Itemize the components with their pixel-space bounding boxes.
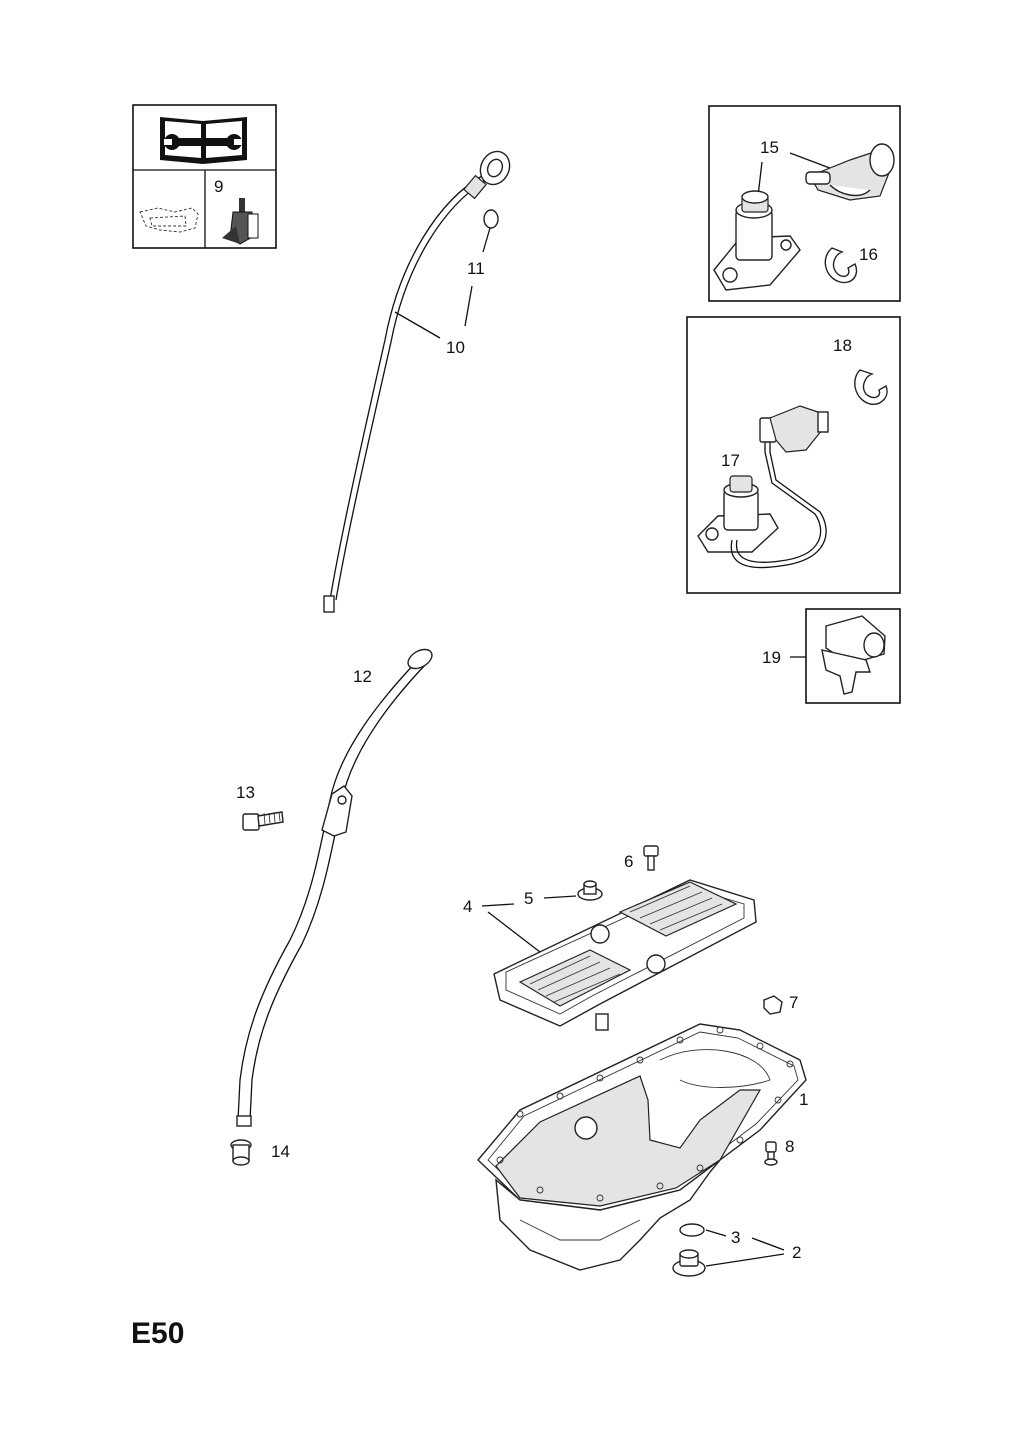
oil-sensor-harness-box: 18 17	[686, 316, 901, 594]
harness-clip	[821, 615, 886, 695]
oil-level-sensor	[713, 190, 801, 291]
oil-dropper-icon	[222, 198, 259, 245]
callout-11: 11	[467, 259, 485, 278]
oil-level-sensor-box: 15 16	[708, 105, 901, 302]
book-wrench-icon	[160, 117, 247, 164]
dipstick	[323, 150, 511, 613]
callout-8: 8	[785, 1137, 794, 1156]
drain-plug-seal	[679, 1223, 705, 1237]
callout-12: 12	[353, 667, 372, 686]
callout-19: 19	[762, 648, 781, 667]
retaining-clip-18	[854, 369, 888, 405]
callout-16: 16	[859, 245, 878, 264]
oil-level-sensor-with-cable	[697, 405, 829, 569]
bolt-6	[643, 845, 659, 871]
page-code: E50	[131, 1317, 184, 1350]
dipstick-o-ring	[483, 209, 499, 229]
callout-9: 9	[214, 177, 223, 196]
seal-14	[230, 1139, 252, 1166]
callout-15: 15	[760, 138, 779, 157]
washer-5	[577, 880, 603, 901]
oil-pan-outline-icon	[139, 207, 199, 233]
callout-1: 1	[799, 1090, 808, 1109]
drain-plug	[672, 1249, 706, 1277]
dipstick-tube	[236, 648, 433, 1127]
callout-3: 3	[731, 1228, 740, 1247]
legend-box: 9	[132, 104, 277, 249]
callout-6: 6	[624, 852, 633, 871]
clip-19-box: 19	[762, 608, 901, 704]
sensor-connector	[805, 143, 895, 201]
callout-5: 5	[524, 889, 533, 908]
bolt-13	[242, 811, 284, 831]
callout-2: 2	[792, 1243, 801, 1262]
callout-10: 10	[446, 338, 465, 357]
callout-17: 17	[721, 451, 740, 470]
callout-13: 13	[236, 783, 255, 802]
oil-pan	[477, 1023, 807, 1271]
nut-7	[763, 995, 783, 1015]
callout-14: 14	[271, 1142, 290, 1161]
callout-4: 4	[463, 897, 472, 916]
baffle-plate	[493, 879, 757, 1031]
bolt-8	[764, 1141, 778, 1166]
callout-18: 18	[833, 336, 852, 355]
callout-7: 7	[789, 993, 798, 1012]
retaining-clip-16	[824, 247, 858, 284]
